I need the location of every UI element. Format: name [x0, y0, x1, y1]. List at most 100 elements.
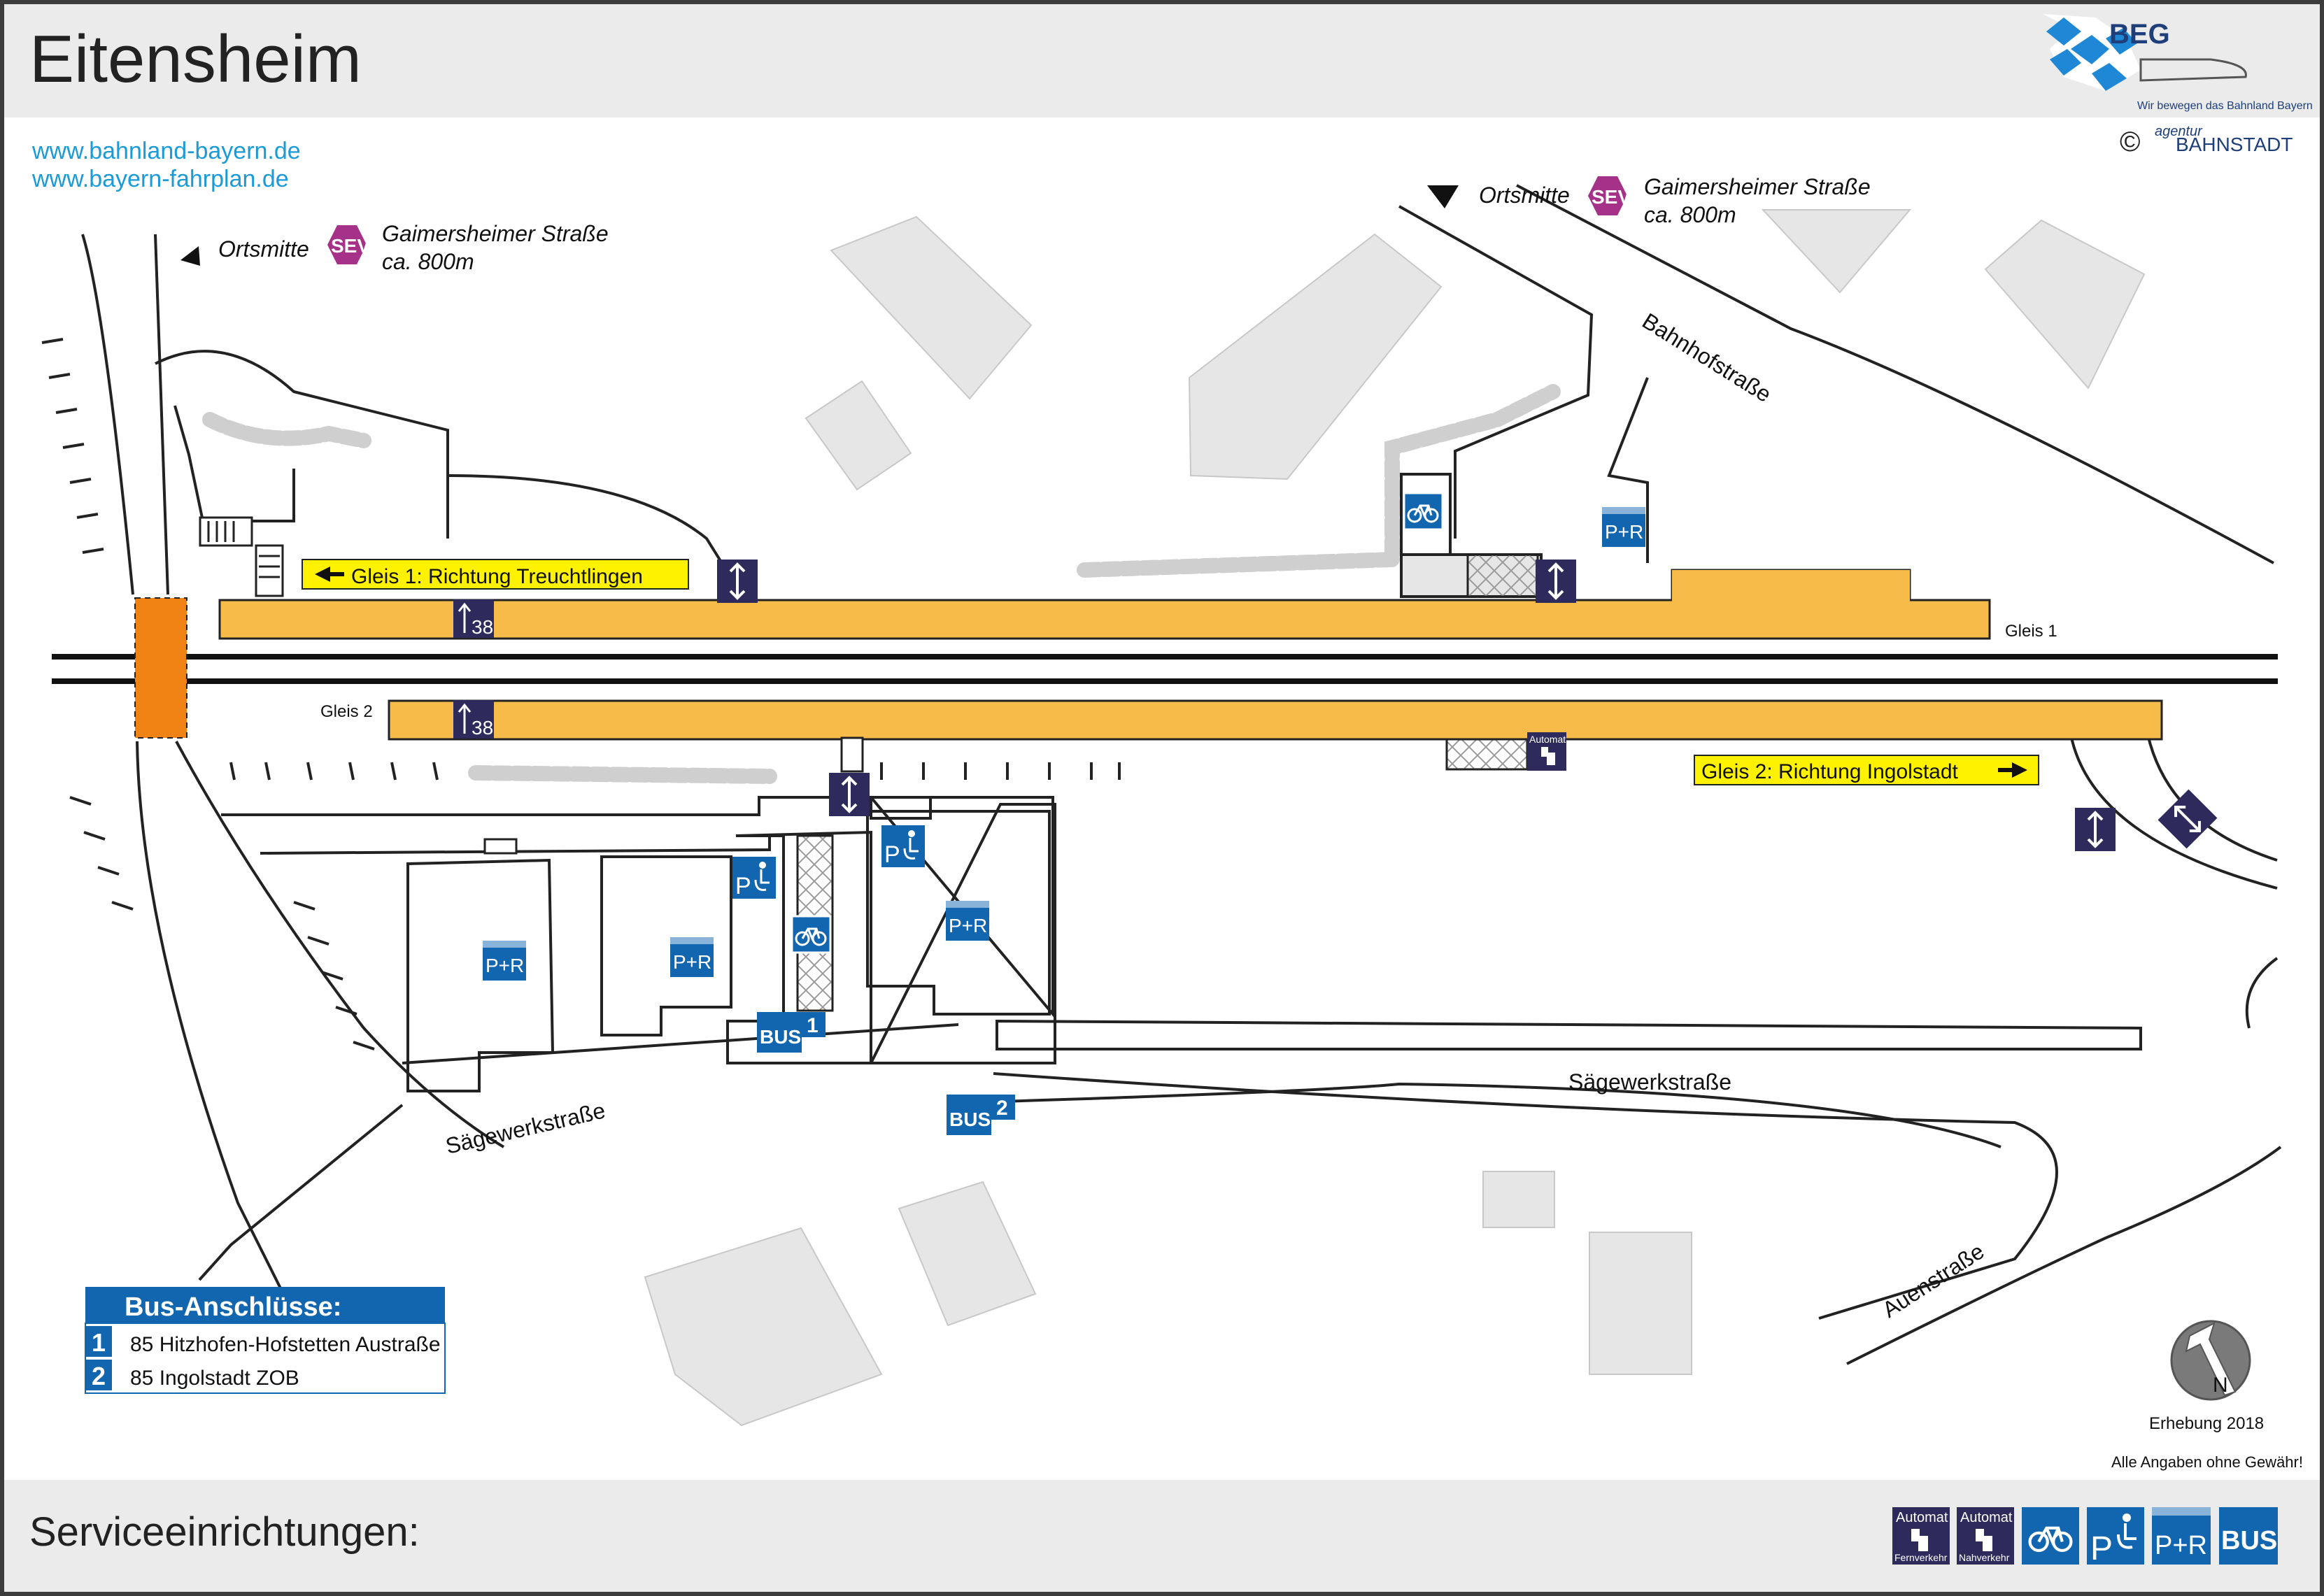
bus-stop-number: 1 [807, 1014, 819, 1037]
stairs-west [199, 516, 284, 597]
link-bahnland[interactable]: www.bahnland-bayern.de [31, 138, 301, 164]
parking-lot [868, 803, 1056, 1064]
service-icon-top: BUS [2221, 1526, 2277, 1555]
disclaimer: Alle Angaben ohne Gewähr! [2111, 1453, 2303, 1471]
credit-agentur: agentur [2155, 124, 2203, 139]
bike-parking-service-icon [2022, 1507, 2079, 1565]
ortsmitte-west: Ortsmitte SEV Gaimersheimer Straße ca. 8… [180, 221, 609, 274]
platform-height-1: 38 [453, 599, 494, 638]
parking-lot [996, 1019, 2142, 1050]
platform-height-2-text: 38 [472, 717, 493, 739]
beg-brand: BEG [2109, 19, 2170, 50]
service-icon-top: P+R [2155, 1531, 2207, 1560]
platform-gleis1-extension [1672, 570, 1910, 604]
building [898, 1181, 1037, 1327]
lift-icon [717, 560, 758, 603]
survey-note: Erhebung 2018 [2149, 1414, 2264, 1433]
service-icon-bottom: Nahverkehr [1959, 1552, 2010, 1563]
parking-lot [600, 855, 732, 1036]
gleis2-label: Gleis 2 [320, 702, 373, 721]
parking-ticks [41, 338, 1121, 1050]
bus-stop-2: BUS 2 [947, 1095, 1015, 1135]
ortsmitte-east-street: Gaimersheimer Straße [1644, 174, 1871, 199]
bus-legend-title: Bus-Anschlüsse: [125, 1292, 341, 1322]
bus-legend: Bus-Anschlüsse: 1 85 Hitzhofen-Hofstette… [85, 1287, 446, 1394]
bus-service-icon: BUS [2219, 1507, 2278, 1565]
platform-gleis2 [388, 699, 2163, 741]
bus-stop-1: BUS 1 [757, 1012, 826, 1053]
park-and-ride-service-icon: P+R [2152, 1507, 2211, 1565]
park-and-ride-sign: P+R [946, 901, 989, 941]
service-icon-top: Automat [1960, 1510, 2013, 1525]
building [1984, 219, 2146, 390]
ticket-machine-sign: Automat [1527, 732, 1566, 771]
p-label: P [884, 841, 900, 868]
ortsmitte-east-distance: ca. 800m [1644, 202, 1736, 227]
compass-icon: N [2170, 1320, 2251, 1401]
beg-tagline: Wir bewegen das Bahnland Bayern [2137, 100, 2313, 112]
services-title: Serviceeinrichtungen: [29, 1509, 420, 1555]
pr-label: P+R [1605, 521, 1643, 543]
page-title: Eitensheim [29, 22, 362, 97]
bus-legend-row-num: 2 [92, 1362, 106, 1390]
ortsmitte-east: Ortsmitte SEV Gaimersheimer Straße ca. 8… [1427, 174, 1871, 227]
automat-fernverkehr-icon: Automat Fernverkehr [1892, 1507, 1950, 1565]
bike-parking-icon [1403, 492, 1444, 531]
rail-gleis1 [52, 654, 2278, 660]
building [830, 215, 1033, 400]
disabled-parking-sign: P [732, 857, 776, 899]
platform-height-2: 38 [453, 700, 494, 739]
service-icon-bottom: Fernverkehr [1894, 1552, 1948, 1563]
direction-gleis1: Gleis 1: Richtung Treuchtlingen [302, 559, 689, 590]
pr-label: P+R [673, 951, 711, 973]
park-and-ride-sign: P+R [483, 941, 526, 981]
bus-label: BUS [760, 1026, 801, 1048]
bus-stop-number: 2 [996, 1097, 1008, 1120]
lift-icon [2158, 789, 2218, 849]
service-icon-top: Automat [1896, 1510, 1948, 1525]
bus-legend-row-text: 85 Ingolstadt ZOB [130, 1367, 299, 1390]
park-and-ride-sign: P+R [670, 937, 714, 977]
p-label: P [735, 873, 751, 899]
beg-logo: BEG Wir bewegen das Bahnland Bayern [2043, 14, 2313, 112]
direction-gleis2: Gleis 2: Richtung Ingolstadt [1694, 755, 2039, 785]
lift-icon [1536, 560, 1576, 603]
parking-lot [406, 858, 555, 1092]
parking-lot [866, 810, 1051, 1016]
direction-gleis1-text: Gleis 1: Richtung Treuchtlingen [351, 565, 643, 588]
sev-badge: SEV [331, 235, 370, 257]
parking-lot [726, 830, 872, 1064]
ortsmitte-east-label: Ortsmitte [1479, 183, 1570, 208]
compass-letter: N [2213, 1374, 2228, 1397]
bus-legend-row-text: 85 Hitzhofen-Hofstetten Austraße [130, 1333, 441, 1356]
copyright-symbol: © [2120, 127, 2140, 157]
link-fahrplan[interactable]: www.bayern-fahrplan.de [31, 166, 289, 192]
bus-legend-row-num: 1 [92, 1328, 106, 1357]
parking-areas [406, 796, 2142, 1092]
platform-height-1-text: 38 [472, 616, 493, 638]
bus-label: BUS [949, 1109, 991, 1130]
street-saegewerk-east: Sägewerkstraße [1568, 1069, 1731, 1095]
building [805, 380, 912, 491]
park-and-ride-sign: P+R [1602, 507, 1645, 547]
credit-bahnstadt: BAHNSTADT [2176, 134, 2293, 155]
building [644, 1227, 883, 1427]
rail-gleis2 [52, 678, 2278, 684]
bike-parking-icon [791, 915, 832, 954]
direction-gleis2-text: Gleis 2: Richtung Ingolstadt [1701, 760, 1959, 783]
service-icon-top: P [2090, 1530, 2113, 1567]
disabled-parking-service-icon: P [2087, 1507, 2144, 1567]
lift-icon [829, 773, 870, 816]
building [1482, 1171, 1555, 1228]
building [1761, 209, 1912, 294]
building [1188, 233, 1443, 480]
automat-label: Automat [1529, 734, 1566, 745]
level-crossing [134, 597, 187, 739]
sev-badge: SEV [1592, 186, 1631, 208]
building [1589, 1232, 1692, 1375]
automat-nahverkehr-icon: Automat Nahverkehr [1957, 1507, 2014, 1565]
platform-gleis1 [218, 599, 1991, 640]
ortsmitte-west-distance: ca. 800m [382, 249, 474, 274]
parking-racks [202, 384, 1561, 784]
